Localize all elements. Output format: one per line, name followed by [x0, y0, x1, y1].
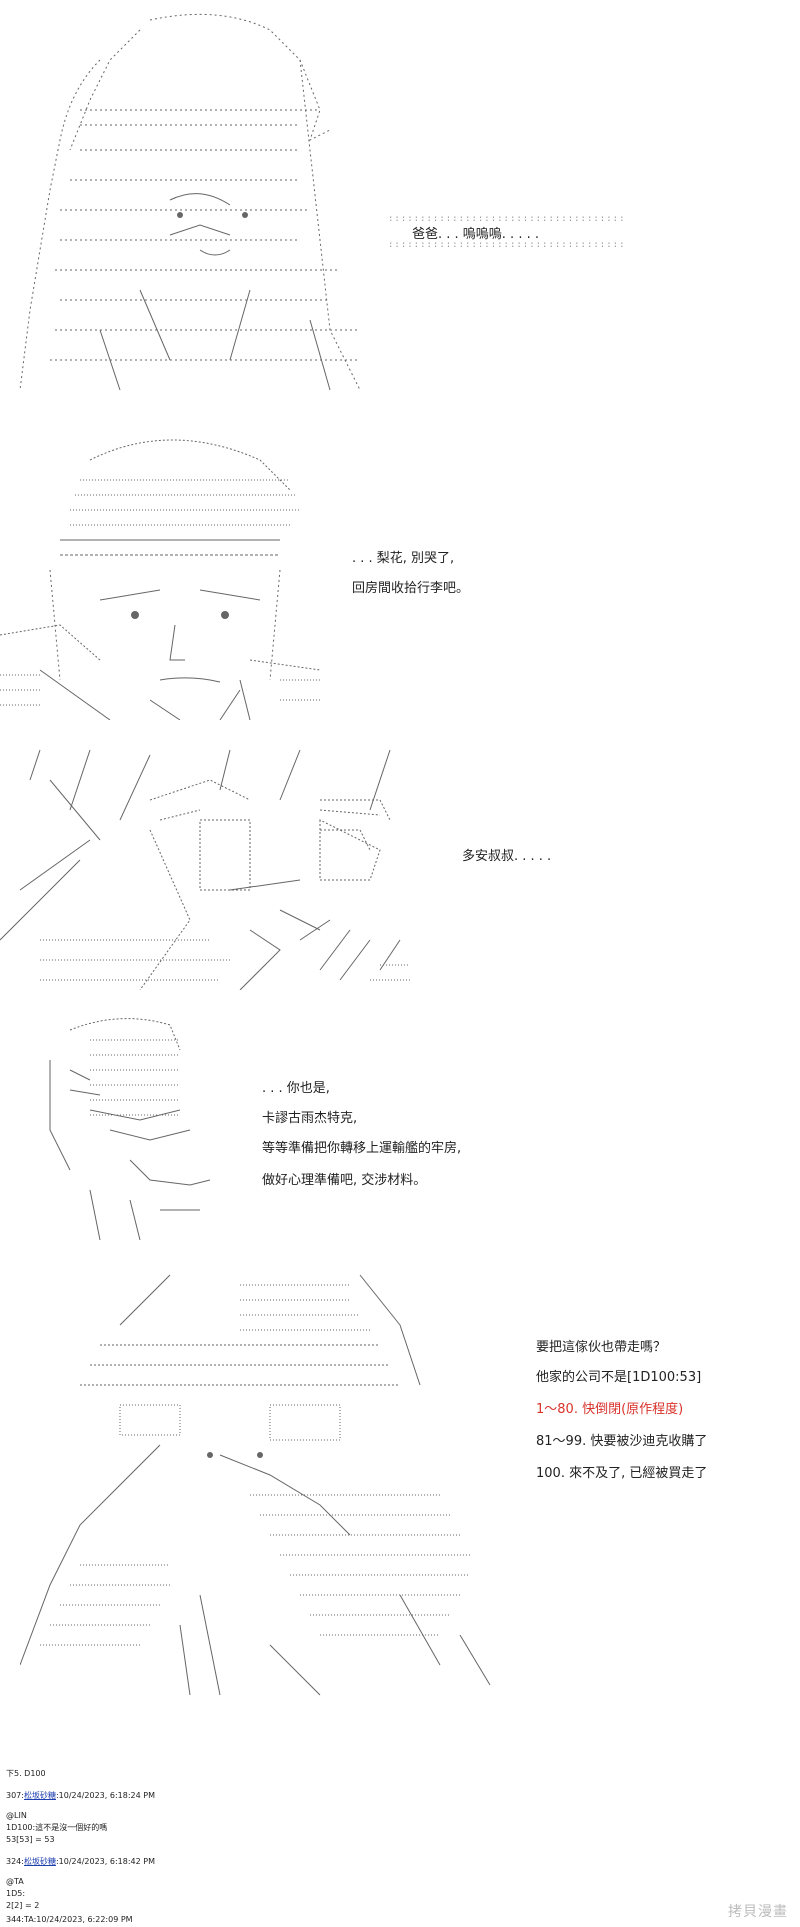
panel-5-line-1: 要把這傢伙也帶走嗎？ — [536, 1340, 667, 1355]
panel-3-line-1: 多安叔叔. . . . . — [462, 849, 552, 864]
panel-1-girl-art — [0, 0, 380, 400]
log-post-2-time: :10/24/2023, 6:18:42 PM — [55, 1857, 155, 1866]
log-post-2-result: 2[2] = 2 — [6, 1901, 40, 1910]
panel-3-figures-art — [0, 740, 420, 990]
panel-5-line-4: 81～99. 快要被沙迪克收購了 — [536, 1434, 708, 1449]
log-post-3-num: 344: — [6, 1915, 24, 1924]
panel-5-crowd-art — [20, 1265, 560, 1705]
panel-4-line-2: 卡謬古雨杰特克, — [262, 1111, 358, 1126]
panel-4-man-art — [30, 1010, 230, 1240]
log-header: 下5. D100 — [6, 1769, 46, 1778]
panel-5-line-2: 他家的公司不是[1D100:53] — [536, 1365, 701, 1391]
log-post-2-user-link[interactable]: 松坂砂糖 — [23, 1857, 56, 1866]
panel-2-man-art — [0, 420, 330, 720]
panel-1-line-1: 爸爸. . . 嗚嗚嗚. . . . . — [412, 227, 539, 242]
panel-5-line-3: 1～80. 快倒閉(原作程度) — [536, 1402, 684, 1417]
log-post-1-meta: 307:松坂砂糖:10/24/2023, 6:18:24 PM — [6, 1790, 155, 1801]
panel-4-line-1: . . . 你也是, — [262, 1081, 330, 1096]
log-post-3-time: :10/24/2023, 6:22:09 PM — [33, 1915, 133, 1924]
panel-4-line-4: 做好心理準備吧, 交涉材料。 — [262, 1173, 427, 1188]
log-post-2-num: 324: — [6, 1857, 24, 1866]
watermark: 拷貝漫畫 — [728, 1904, 788, 1920]
log-post-1-num: 307: — [6, 1791, 24, 1800]
log-post-2-meta: 324:松坂砂糖:10/24/2023, 6:18:42 PM — [6, 1856, 155, 1867]
panel-2-line-2: 回房間收拾行李吧。 — [352, 581, 470, 596]
panel-5-line-5: 100. 來不及了, 已經被買走了 — [536, 1466, 708, 1481]
panel-5-line-2-text: 他家的公司不是[1D100:53] — [536, 1370, 702, 1385]
log-post-2-line-1: @TA — [6, 1877, 24, 1886]
log-post-3-user: TA — [23, 1915, 34, 1924]
log-post-1-user-link[interactable]: 松坂砂糖 — [23, 1791, 56, 1800]
log-post-1-time: :10/24/2023, 6:18:24 PM — [55, 1791, 155, 1800]
log-post-3-meta: 344:TA:10/24/2023, 6:22:09 PM — [6, 1914, 133, 1925]
log-post-1-line-1: @LIN — [6, 1811, 27, 1820]
panel-2-line-1: . . . 梨花, 別哭了, — [352, 551, 455, 566]
log-post-1-line-2: 1D100:這不是沒一個好的嗎 — [6, 1823, 108, 1832]
log-post-2-line-2: 1D5: — [6, 1889, 26, 1898]
panel-1-dotted-frame: ::::::::::::::::::::::::::::::::::::: ::… — [388, 214, 626, 250]
log-post-1-result: 53[53] = 53 — [6, 1835, 55, 1844]
panel-4-line-3: 等等準備把你轉移上運輸艦的牢房, — [262, 1141, 462, 1156]
